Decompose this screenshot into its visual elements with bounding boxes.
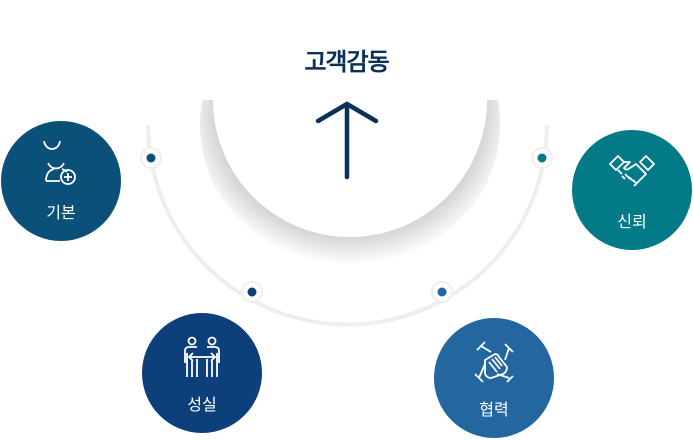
- hands-together-icon: [474, 341, 514, 383]
- handshake-icon: [609, 155, 655, 187]
- diagram-title: 고객감동: [304, 48, 389, 76]
- user-add-icon: [43, 141, 76, 185]
- arc-dot: [140, 147, 162, 169]
- node-label: 협력: [479, 400, 509, 419]
- node-trust: 신뢰: [572, 130, 692, 250]
- node-basic: 기본: [1, 121, 121, 241]
- node-label: 성실: [187, 395, 217, 414]
- node-cooperation: 협력: [434, 318, 554, 438]
- node-label: 기본: [46, 203, 76, 222]
- node-sincerity: 성실: [142, 313, 262, 433]
- arc-dot: [531, 147, 553, 169]
- arc-dot: [241, 281, 263, 303]
- arc-track: [146, 124, 549, 327]
- arc-dot: [431, 281, 453, 303]
- people-exchange-icon: [184, 336, 220, 377]
- up-arrow-icon: [315, 101, 379, 180]
- center-halfdisc: [213, 100, 487, 237]
- node-label: 신뢰: [617, 212, 647, 231]
